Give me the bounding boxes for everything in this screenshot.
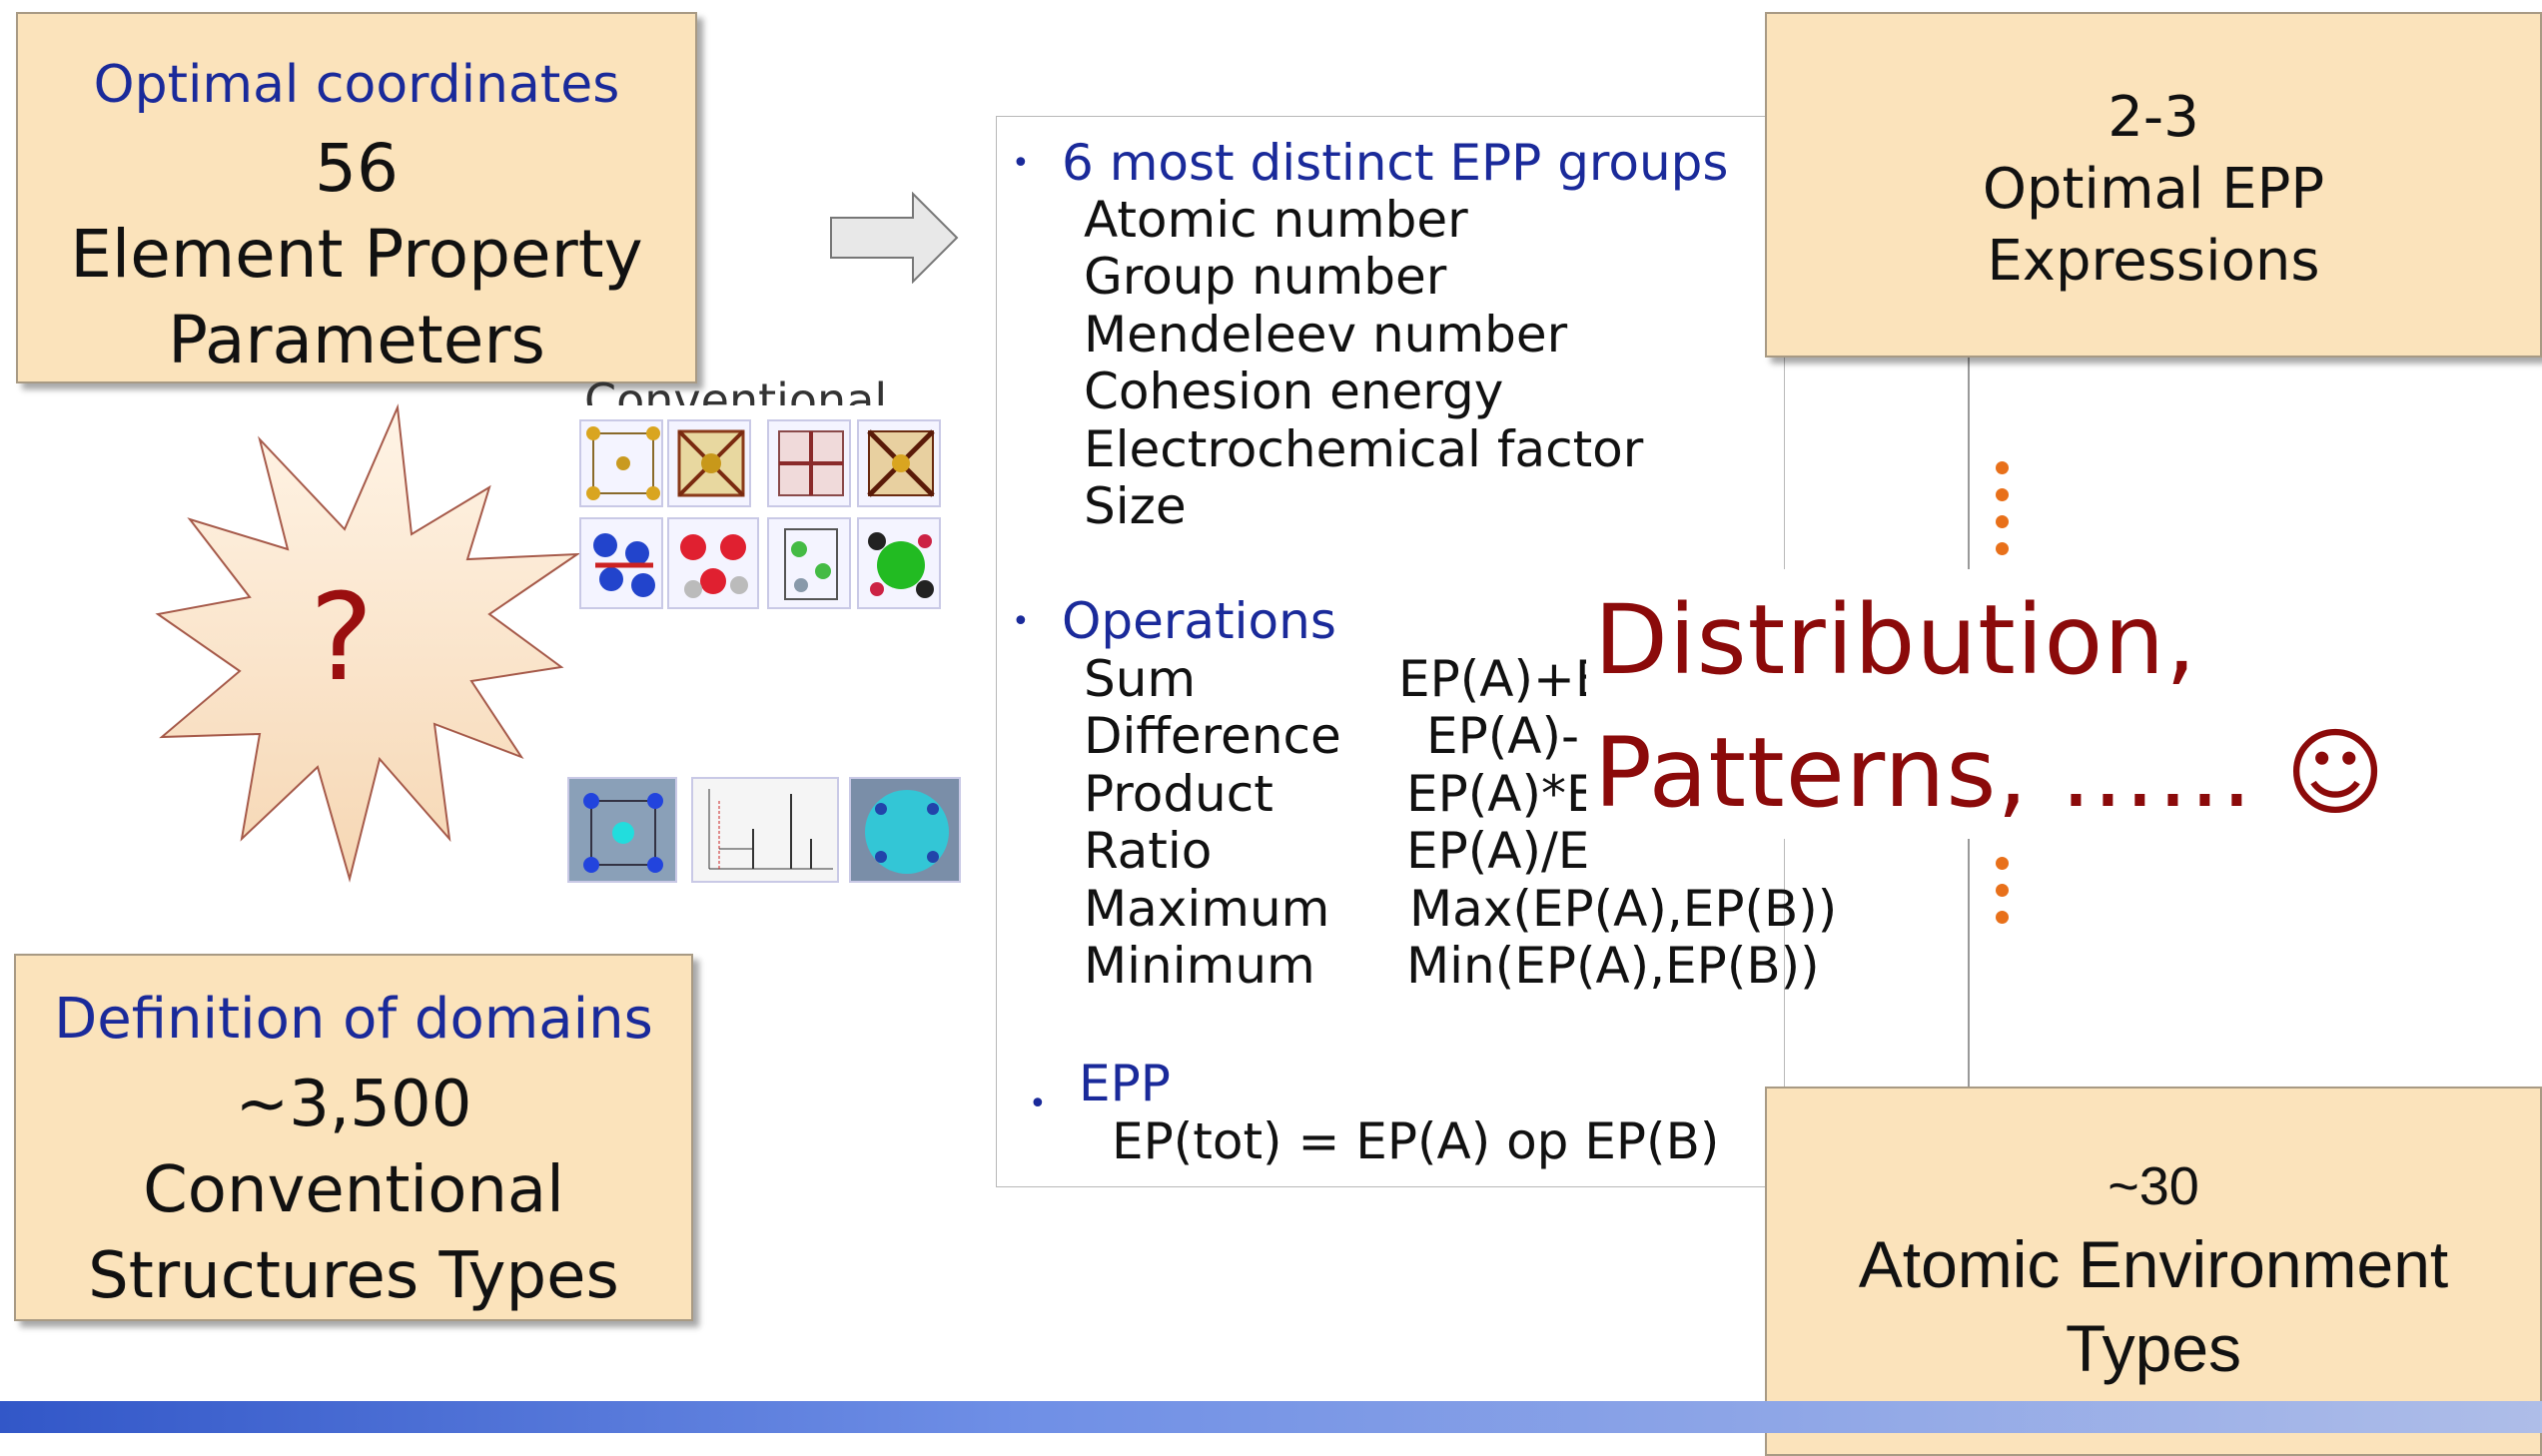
structure-types-line1: Conventional <box>143 1153 564 1227</box>
group-item: Size <box>1084 477 1187 535</box>
groups-heading: 6 most distinct EPP groups <box>1062 134 1729 192</box>
crystal-structure-image <box>767 517 851 609</box>
structure-types-box: Definition of domains ~3,500 Conventiona… <box>14 954 693 1321</box>
operation-formula: Max(EP(A),EP(B)) <box>1409 880 1838 938</box>
crystal-structure-image <box>567 777 677 883</box>
operation-formula: EP(A)*E <box>1406 765 1598 823</box>
operation-formula: EP(A)+E <box>1398 650 1607 708</box>
group-item: Electrochemical factor <box>1084 420 1644 478</box>
epp-line2: Optimal EPP <box>1982 157 2325 222</box>
operations-heading: Operations <box>1062 592 1336 650</box>
crystal-structure-image <box>857 419 941 507</box>
aet-count: ~30 <box>2108 1156 2199 1216</box>
question-mark: ? <box>310 569 374 708</box>
group-item: Group number <box>1084 248 1447 306</box>
epp-count: 2-3 <box>2108 85 2199 150</box>
crystal-structure-image <box>857 517 941 609</box>
definition-of-domains-label: Definition of domains <box>54 987 653 1052</box>
aet-line2: Atomic Environment <box>1858 1227 2449 1301</box>
crystal-structure-image <box>667 419 751 507</box>
optimal-epp-expressions-box: 2-3 Optimal EPP Expressions <box>1765 12 2542 358</box>
operation-name: Product <box>1084 765 1273 823</box>
crystal-structure-image <box>849 777 961 883</box>
crystal-structure-image <box>667 517 759 609</box>
group-item: Atomic number <box>1084 191 1468 249</box>
parameters-line1: Element Property <box>70 216 643 293</box>
structure-types-line2: Structures Types <box>88 1239 619 1313</box>
overlay-patterns-text: Patterns, …… ☺ <box>1594 717 2387 829</box>
crystal-structure-image <box>767 419 851 507</box>
dotted-connector-top <box>1996 461 2010 569</box>
crystal-structure-image <box>579 419 663 507</box>
crystal-structure-image <box>579 517 663 609</box>
epp-line3: Expressions <box>1987 229 2320 294</box>
group-item: Mendeleev number <box>1084 306 1568 364</box>
partial-conventional-text: Conventional <box>584 373 888 405</box>
dotted-connector-bottom <box>1996 857 2010 938</box>
group-item: Cohesion energy <box>1084 363 1504 420</box>
optimal-coordinates-label: Optimal coordinates <box>93 55 620 115</box>
overlay-background <box>1586 569 2385 839</box>
operation-name: Difference <box>1084 707 1341 765</box>
epp-formula: EP(tot) = EP(A) op EP(B) <box>1112 1112 1720 1170</box>
structure-type-count: ~3,500 <box>235 1068 472 1141</box>
element-property-parameters-box: Optimal coordinates 56 Element Property … <box>16 12 697 383</box>
overlay-distribution-text: Distribution, <box>1594 584 2197 696</box>
bullet-icon: • <box>1012 604 1030 639</box>
operation-formula: EP(A)- <box>1426 707 1580 765</box>
aet-line3: Types <box>2065 1311 2242 1385</box>
atomic-environment-types-box: ~30 Atomic Environment Types <box>1765 1087 2542 1456</box>
parameters-line2: Parameters <box>168 302 545 378</box>
right-arrow-icon <box>830 192 959 284</box>
parameter-count: 56 <box>315 130 399 207</box>
spectrum-plot-image <box>691 777 839 883</box>
operation-name: Sum <box>1084 650 1197 708</box>
operation-formula: Min(EP(A),EP(B)) <box>1406 937 1820 995</box>
bullet-icon: • <box>1012 146 1030 181</box>
operation-name: Maximum <box>1084 880 1330 938</box>
bullet-icon: • <box>1029 1087 1047 1121</box>
starburst-shape <box>155 403 581 883</box>
operation-name: Minimum <box>1084 937 1315 995</box>
epp-heading: EPP <box>1079 1055 1171 1112</box>
operation-name: Ratio <box>1084 822 1213 880</box>
slide-footer-bar <box>0 1401 2542 1433</box>
operation-formula: EP(A)/E <box>1406 822 1590 880</box>
